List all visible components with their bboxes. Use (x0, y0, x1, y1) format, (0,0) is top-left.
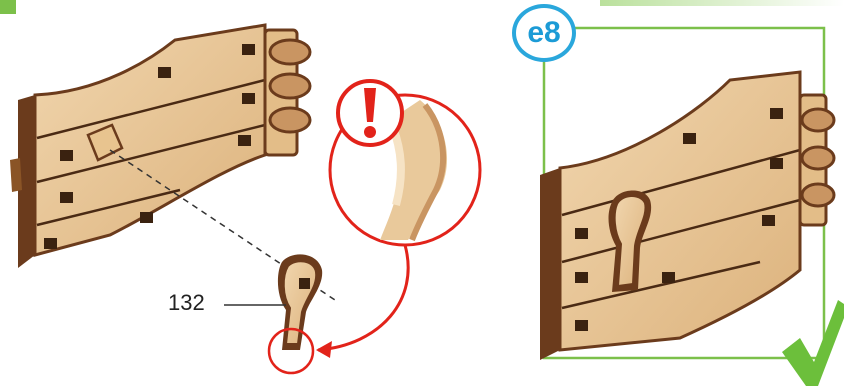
exclamation-icon (338, 81, 402, 145)
arrow-head (316, 341, 332, 358)
header-bar (600, 0, 844, 6)
left-wall-panel (10, 25, 310, 268)
part-number-label: 132 (168, 290, 205, 316)
right-wall-panel (540, 72, 834, 360)
previous-step-tab (0, 0, 16, 14)
part-132-latch (278, 254, 322, 350)
step-badge: e8 (512, 4, 576, 62)
checkmark-icon (782, 300, 844, 386)
step-label: e8 (527, 16, 560, 50)
